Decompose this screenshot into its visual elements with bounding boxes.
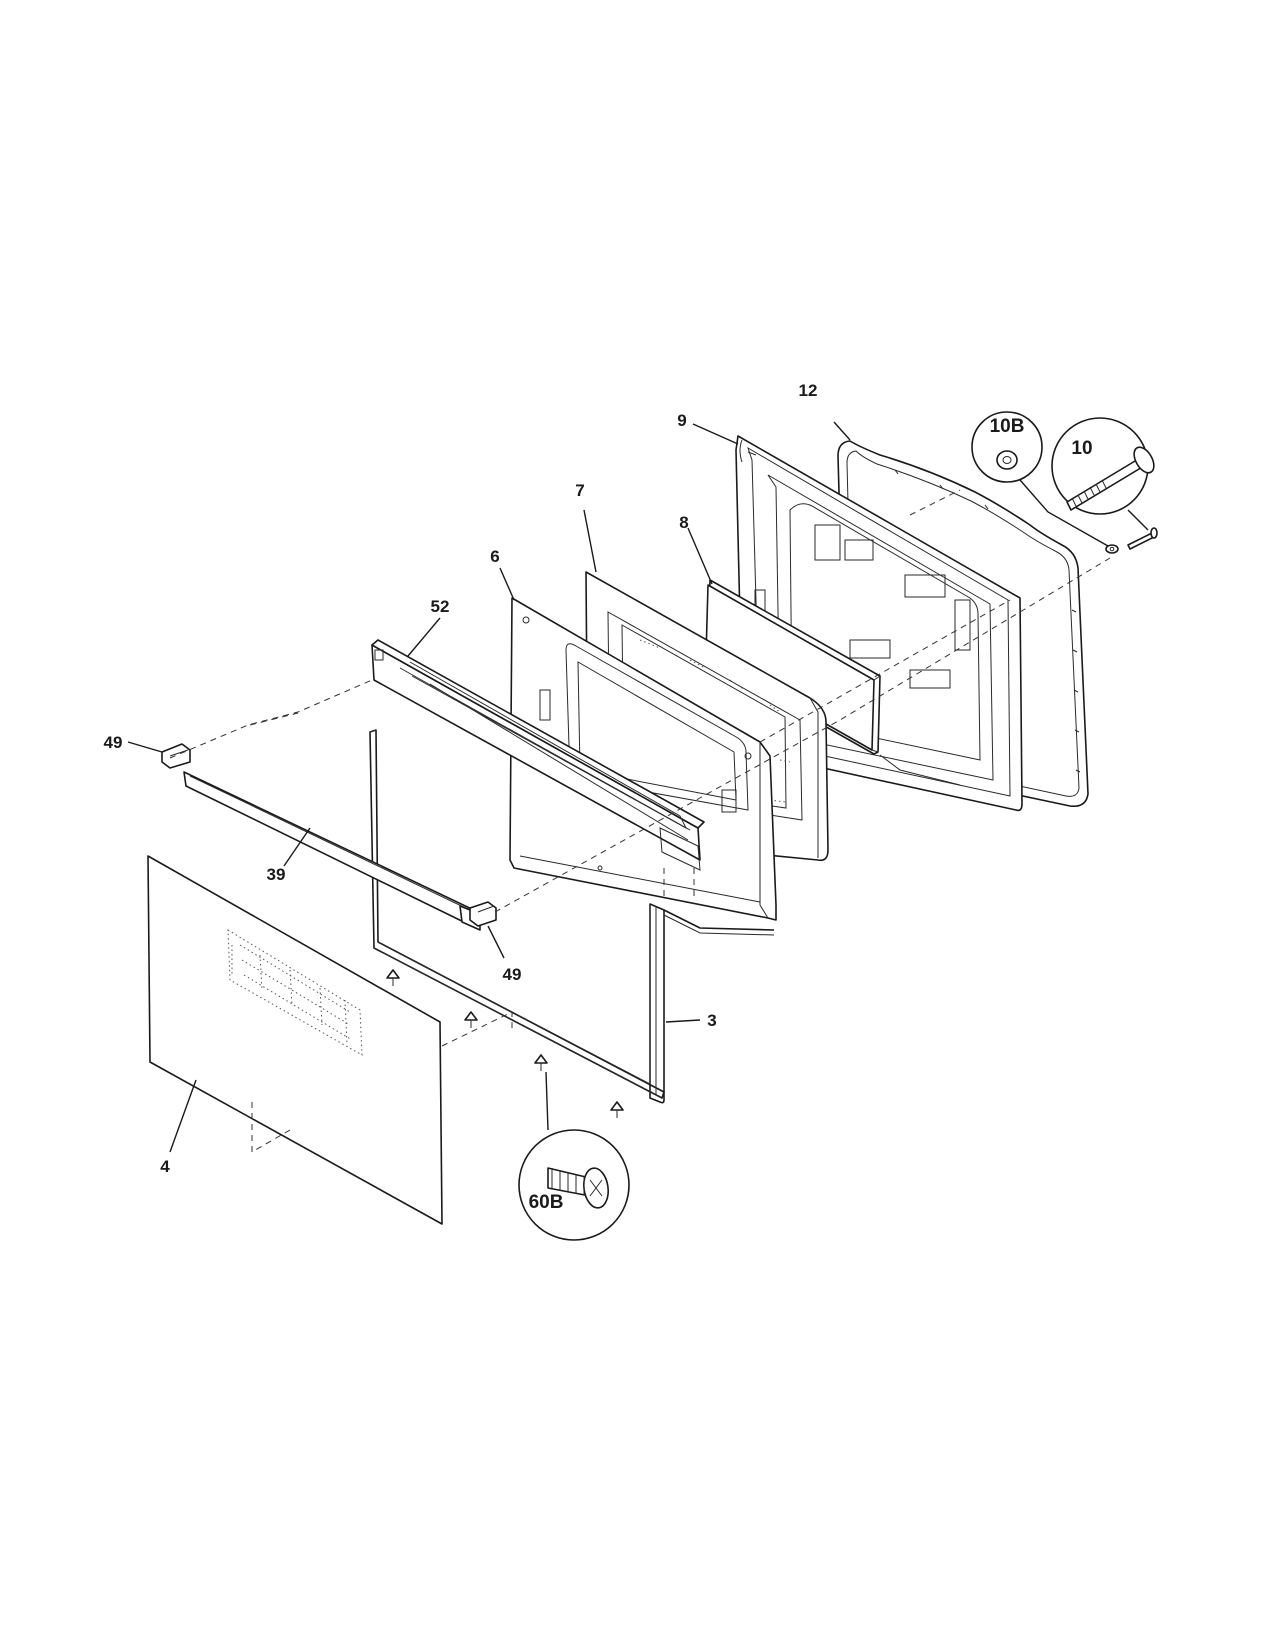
callout-10b: 10B (990, 416, 1025, 437)
screw-icon (610, 1101, 624, 1118)
screw-icon (534, 1054, 548, 1071)
screw-icon (386, 969, 400, 986)
callout-60b: 60B (529, 1192, 564, 1213)
callout-52: 52 (431, 597, 450, 616)
bolt-icon (1127, 527, 1158, 550)
washer-icon (1105, 544, 1119, 554)
callout-12: 12 (799, 381, 818, 400)
detail-60b-screw (518, 1071, 630, 1241)
part-6-inner-panel (509, 597, 777, 921)
callout-49-right: 49 (503, 965, 522, 984)
alignment-lines (169, 489, 1111, 1153)
callout-6: 6 (490, 547, 499, 566)
screws (386, 527, 1158, 1118)
detail-10b-washer (971, 411, 1109, 547)
part-3-outer-frame (369, 729, 775, 1104)
callout-9: 9 (677, 411, 686, 430)
callout-10: 10 (1071, 438, 1092, 459)
callout-3: 3 (707, 1011, 716, 1030)
detail-10-bolt (1051, 417, 1155, 531)
callout-4: 4 (160, 1157, 170, 1176)
callout-8: 8 (679, 513, 688, 532)
part-52-top-trim (371, 639, 705, 871)
part-49-endcap-left (161, 743, 191, 769)
callout-39: 39 (267, 865, 286, 884)
screw-icon (464, 1011, 478, 1028)
leader-lines (127, 421, 851, 1153)
callout-49-left: 49 (104, 733, 123, 752)
part-4-outer-glass (147, 855, 443, 1225)
callout-7: 7 (575, 481, 584, 500)
part-49-endcap-right (469, 901, 497, 927)
